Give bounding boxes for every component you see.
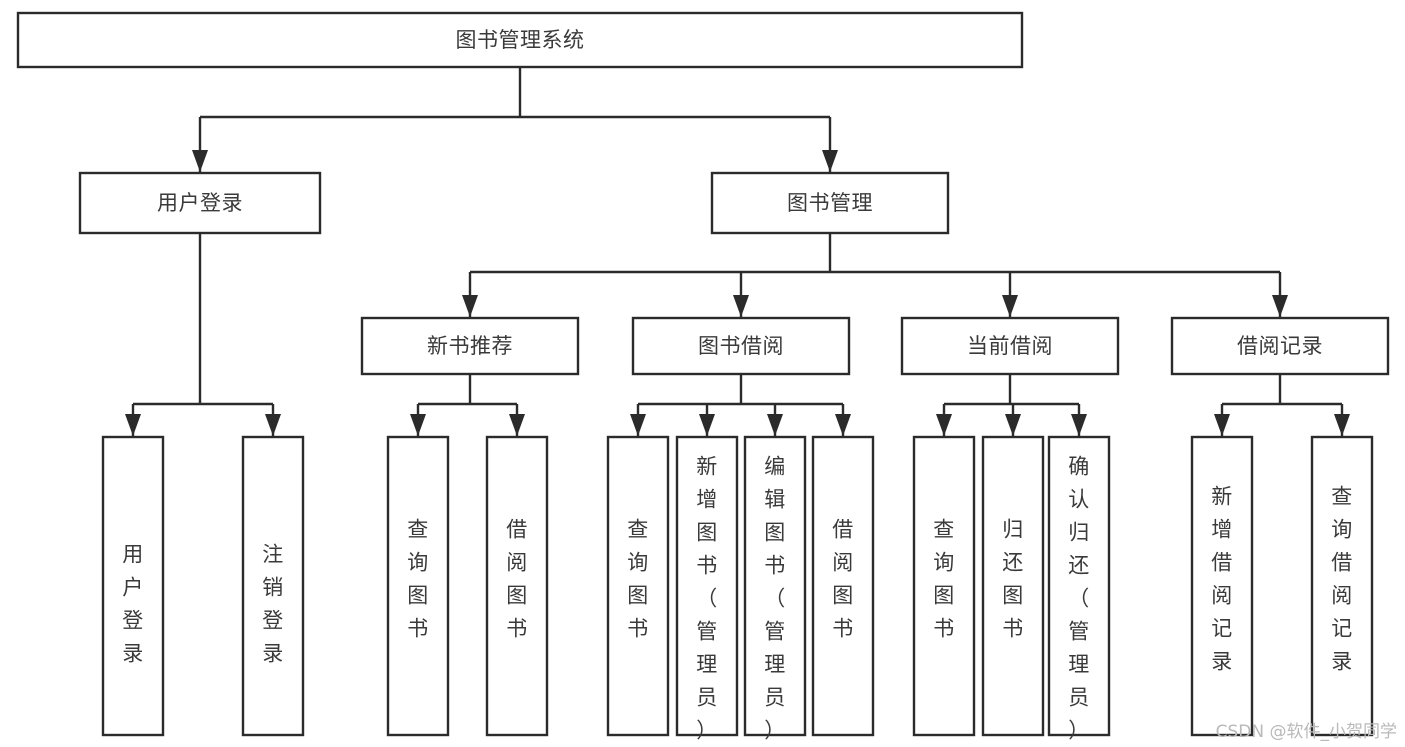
node-leaf-borrow-book[interactable]: 借阅图书 [811, 435, 875, 737]
arrow-head [410, 414, 426, 436]
node-leaf-add-borrow-record[interactable]: 新增借阅记录 [1190, 435, 1254, 737]
node-label: 编辑图书（管理员） [764, 455, 786, 743]
node-label: 图书管理系统 [456, 28, 585, 52]
arrow-head [192, 150, 208, 172]
node-box [1190, 435, 1254, 737]
arrow-head [1005, 414, 1021, 436]
node-new-book-recommend[interactable]: 新书推荐 [360, 316, 580, 376]
node-leaf-add-book-admin[interactable]: 新增图书（管理员） [675, 435, 739, 743]
connector-book-management [462, 233, 1288, 317]
node-label: 图书管理 [787, 191, 873, 215]
node-leaf-logout[interactable]: 注销登录 [241, 435, 305, 737]
node-label: 查询图书 [627, 518, 649, 641]
node-box [101, 435, 165, 737]
arrow-head [733, 295, 749, 317]
node-box [1047, 435, 1111, 737]
node-leaf-edit-book-admin[interactable]: 编辑图书（管理员） [743, 435, 807, 743]
node-box [743, 435, 807, 737]
node-leaf-user-login[interactable]: 用户登录 [101, 435, 165, 737]
node-label: 归还图书 [1002, 518, 1024, 641]
node-label: 查询图书 [407, 518, 429, 641]
node-label: 当前借阅 [967, 334, 1053, 358]
node-box [912, 435, 976, 737]
arrow-head [265, 414, 281, 436]
node-borrow-record[interactable]: 借阅记录 [1170, 316, 1390, 376]
node-box [386, 435, 450, 737]
arrow-head [936, 414, 952, 436]
node-label: 查询图书 [933, 518, 955, 641]
connector-new-book-recommend [410, 374, 525, 436]
arrow-head [835, 414, 851, 436]
node-label: 确认归还（管理员） [1068, 455, 1090, 743]
node-leaf-query-borrow-record[interactable]: 查询借阅记录 [1310, 435, 1374, 737]
arrow-head [1272, 295, 1288, 317]
node-label: 借阅记录 [1237, 334, 1323, 358]
node-box [981, 435, 1045, 737]
arrow-head [1002, 295, 1018, 317]
node-label: 查询借阅记录 [1331, 485, 1353, 674]
arrow-head [1071, 414, 1087, 436]
node-current-borrow[interactable]: 当前借阅 [900, 316, 1120, 376]
node-box [485, 435, 549, 737]
node-box [710, 171, 950, 235]
connector-borrow-record [1214, 374, 1350, 436]
node-label: 新增图书（管理员） [696, 455, 718, 743]
node-label: 借阅图书 [832, 518, 854, 641]
node-leaf-query-book-recommend[interactable]: 查询图书 [386, 435, 450, 737]
node-label: 新书推荐 [427, 334, 513, 358]
arrow-head [125, 414, 141, 436]
node-leaf-return-book[interactable]: 归还图书 [981, 435, 1045, 737]
node-label: 注销登录 [262, 543, 284, 666]
arrow-head [767, 414, 783, 436]
node-book-borrow[interactable]: 图书借阅 [631, 316, 851, 376]
node-box [16, 11, 1024, 69]
arrow-head [699, 414, 715, 436]
arrow-head [1334, 414, 1350, 436]
arrow-head [1214, 414, 1230, 436]
node-box [1170, 316, 1390, 376]
node-root[interactable]: 图书管理系统 [16, 11, 1024, 69]
node-box [78, 171, 322, 235]
arrow-head [509, 414, 525, 436]
connector-root [192, 67, 838, 172]
node-leaf-query-book-current[interactable]: 查询图书 [912, 435, 976, 737]
connector-layer [125, 67, 1350, 436]
node-label: 图书借阅 [698, 334, 784, 358]
node-box [631, 316, 851, 376]
node-box [606, 435, 670, 737]
node-leaf-query-book-borrow[interactable]: 查询图书 [606, 435, 670, 737]
node-label: 借阅图书 [506, 518, 528, 641]
arrow-head [462, 295, 478, 317]
node-label: 用户登录 [157, 191, 243, 215]
connector-book-borrow [630, 374, 851, 436]
node-leaf-borrow-book-recommend[interactable]: 借阅图书 [485, 435, 549, 737]
node-box [900, 316, 1120, 376]
node-box [811, 435, 875, 737]
node-label: 用户登录 [122, 543, 144, 666]
connector-current-borrow [936, 374, 1087, 436]
node-box [1310, 435, 1374, 737]
node-box [241, 435, 305, 737]
connector-user-login [125, 233, 281, 436]
node-leaf-confirm-return-admin[interactable]: 确认归还（管理员） [1047, 435, 1111, 743]
node-layer: 图书管理系统用户登录图书管理新书推荐图书借阅当前借阅借阅记录用户登录注销登录查询… [16, 11, 1390, 743]
arrow-head [822, 150, 838, 172]
node-user-login[interactable]: 用户登录 [78, 171, 322, 235]
node-label: 新增借阅记录 [1211, 485, 1233, 674]
arrow-head [630, 414, 646, 436]
node-box [675, 435, 739, 737]
watermark-text: CSDN @软件_小贺同学 [1215, 722, 1397, 742]
node-book-management[interactable]: 图书管理 [710, 171, 950, 235]
node-box [360, 316, 580, 376]
